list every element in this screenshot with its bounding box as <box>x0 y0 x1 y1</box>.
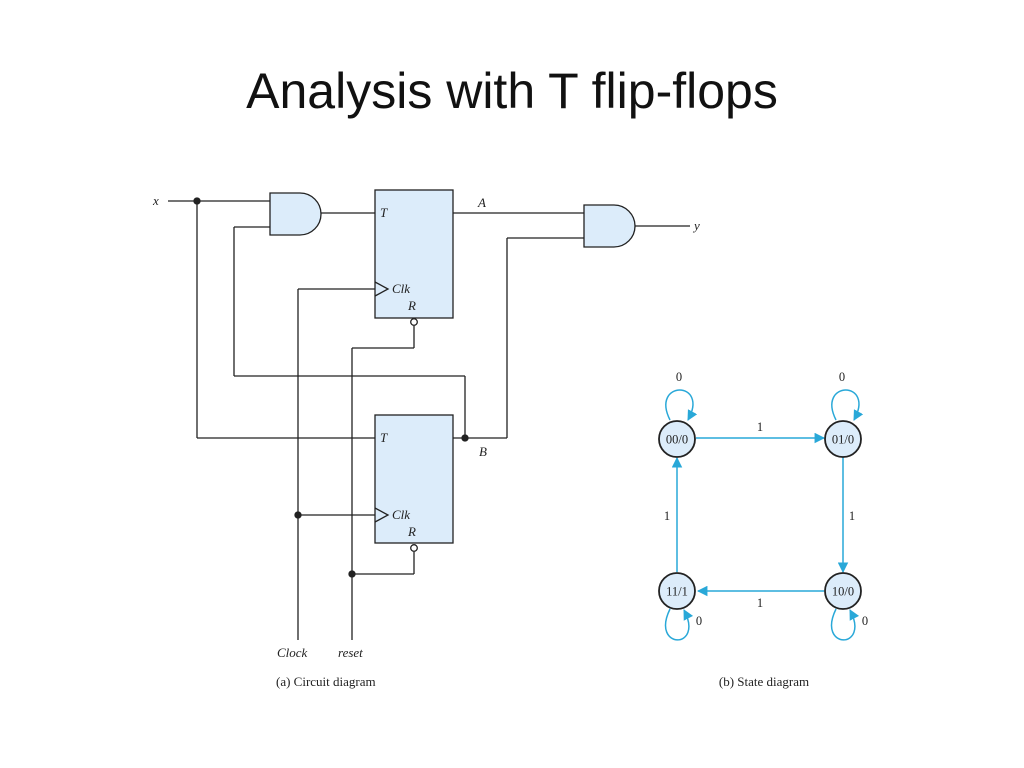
junction-clock <box>294 511 302 519</box>
slide-title: Analysis with T flip-flops <box>246 63 778 119</box>
flip-flop-A <box>374 189 454 319</box>
label-clock: Clock <box>277 645 308 660</box>
label-ff2-T: T <box>380 430 388 445</box>
self-loop-00 <box>665 389 698 421</box>
label-ff1-R: R <box>407 298 416 313</box>
state-10-label: 10/0 <box>832 585 854 599</box>
self-loop-01 <box>831 389 864 421</box>
state-00-label: 00/0 <box>666 433 688 447</box>
state-01-label: 01/0 <box>832 433 854 447</box>
circuit-caption: (a) Circuit diagram <box>276 674 376 689</box>
and-gate-2 <box>583 204 636 248</box>
label-reset: reset <box>338 645 363 660</box>
circuit-labels: x y A B T Clk R T Clk R Clock reset (a) … <box>152 193 700 689</box>
label-ff1-T: T <box>380 205 388 220</box>
self-loop-10-label: 0 <box>862 614 868 628</box>
transition-01-10-label: 1 <box>849 509 855 523</box>
state-11-label: 11/1 <box>666 585 688 599</box>
self-loop-01-label: 0 <box>839 370 845 384</box>
state-01 <box>824 420 862 458</box>
clock-triangle-A <box>374 281 390 297</box>
self-loop-11 <box>664 608 694 641</box>
label-ff2-R: R <box>407 524 416 539</box>
junction-B <box>461 434 469 442</box>
state-11 <box>658 572 696 610</box>
state-10 <box>824 572 862 610</box>
state-diagram-caption: (b) State diagram <box>719 674 809 689</box>
label-ff2-clk: Clk <box>392 507 410 522</box>
self-loop-11-label: 0 <box>696 614 702 628</box>
reset-bubble-A <box>410 318 418 326</box>
label-ff1-clk: Clk <box>392 281 410 296</box>
self-loop-00-label: 0 <box>676 370 682 384</box>
clock-triangle-B <box>374 507 390 523</box>
label-B: B <box>479 444 487 459</box>
transition-11-00-label: 1 <box>664 509 670 523</box>
label-y: y <box>692 218 700 233</box>
label-A: A <box>477 195 486 210</box>
state-diagram: 00/0 01/0 10/0 11/1 0 0 0 0 1 1 1 1 (b) … <box>658 370 868 689</box>
transition-10-11-label: 1 <box>757 596 763 610</box>
state-00 <box>658 420 696 458</box>
and-gate-1 <box>269 192 322 236</box>
label-x: x <box>152 193 159 208</box>
self-loop-10 <box>830 608 860 641</box>
flip-flop-B <box>374 414 454 544</box>
circuit-diagram <box>168 189 690 640</box>
junction-reset <box>348 570 356 578</box>
transition-00-01-label: 1 <box>757 420 763 434</box>
reset-bubble-B <box>410 544 418 552</box>
